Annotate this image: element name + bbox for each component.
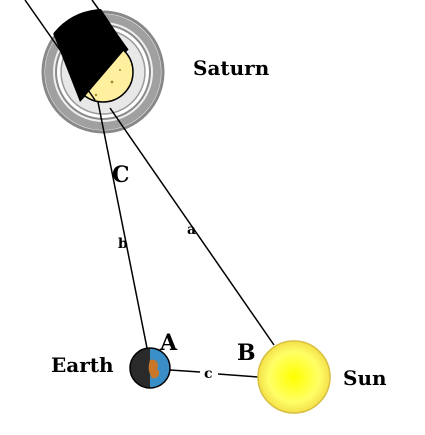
saturn-planet bbox=[73, 42, 133, 102]
angle-c-label: C bbox=[112, 162, 130, 188]
sun-label: Sun bbox=[343, 366, 387, 390]
side-b-line bbox=[97, 101, 148, 349]
saturn-label: Saturn bbox=[193, 56, 270, 80]
side-a-line bbox=[109, 107, 275, 346]
sunlight-edge-line-2 bbox=[91, 0, 129, 51]
side-c-line-right bbox=[217, 373, 259, 378]
earth-planet bbox=[130, 348, 170, 388]
saturn-dark-side bbox=[73, 42, 133, 102]
side-c-label: c bbox=[204, 366, 213, 382]
sunlight-edge-line bbox=[24, 0, 96, 101]
side-c-line-left bbox=[169, 369, 201, 373]
sun-disc bbox=[257, 340, 331, 414]
earth-land bbox=[148, 359, 160, 379]
side-a-label: a bbox=[187, 222, 196, 238]
side-b-label: b bbox=[118, 236, 128, 252]
angle-a-label: A bbox=[159, 330, 178, 356]
angle-b-label: B bbox=[237, 340, 256, 366]
earth-label: Earth bbox=[51, 353, 114, 377]
